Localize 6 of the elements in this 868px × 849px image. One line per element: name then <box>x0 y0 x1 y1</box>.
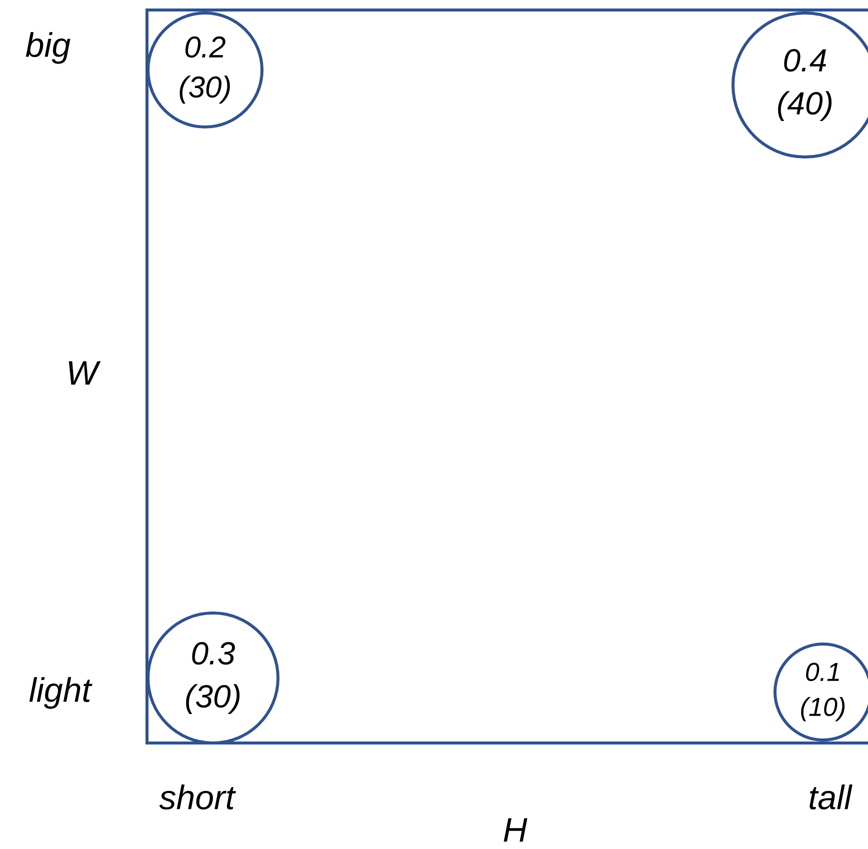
axis-label: W <box>68 361 101 385</box>
axis-label: tall <box>810 784 852 810</box>
axis-label: big <box>26 32 70 64</box>
axis-label: short <box>159 784 236 810</box>
axis-label: light <box>29 677 92 709</box>
axis-label: H <box>504 818 528 842</box>
